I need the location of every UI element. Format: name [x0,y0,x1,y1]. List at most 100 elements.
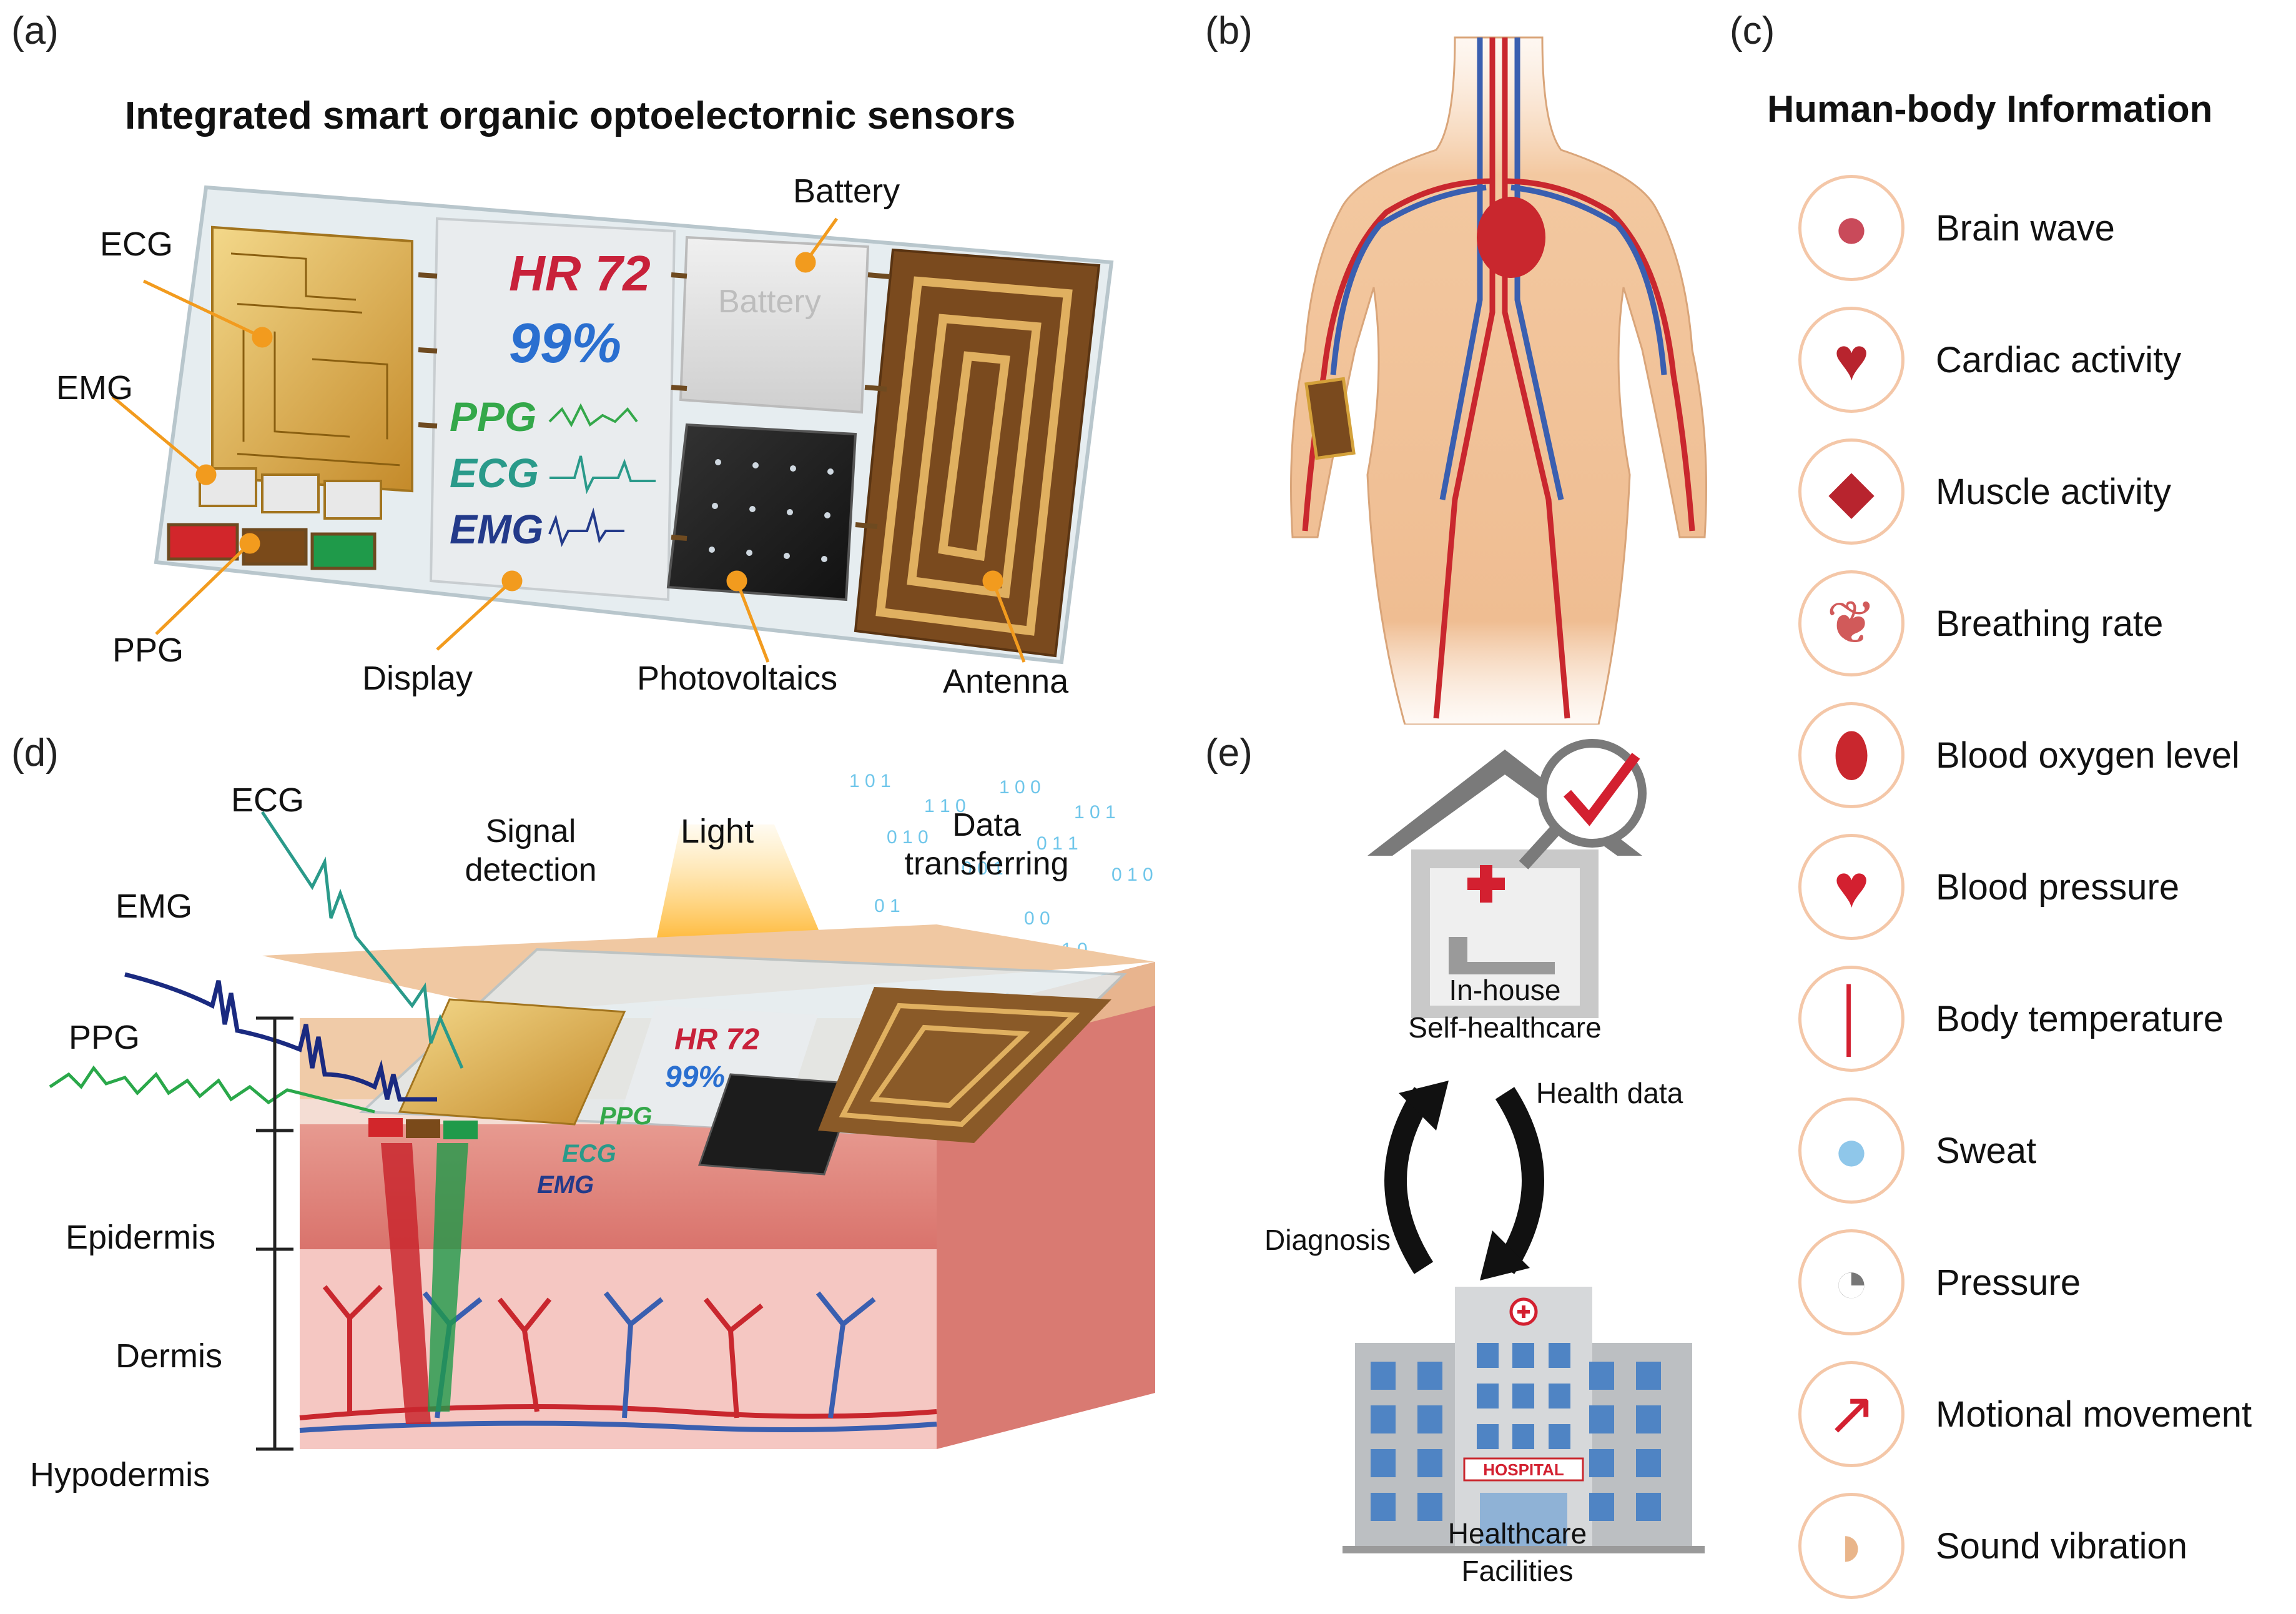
label-health-data: Health data [1536,1077,1683,1109]
svg-text:1 0 0: 1 0 0 [999,777,1041,798]
light-beam [656,824,824,943]
photovoltaic-module [666,423,857,602]
info-icon-ring: ● [1798,1097,1904,1204]
label-ecg: ECG [100,225,174,263]
motion-axes-icon: ↗ [1826,1380,1877,1447]
label-signal-line1: Signal [485,813,576,849]
svg-text:0 1 0: 0 1 0 [1111,864,1153,885]
skin-sensor-illustration: 1 0 1 0 1 0 1 1 0 0 0 1 1 0 0 0 1 1 1 0 1 0 1… [49,771,1155,1451]
info-label: Breathing rate [1936,603,2164,644]
sensor-patch-illustration: HR 72 99% PPG ECG EMG Battery [111,185,1114,665]
info-item: ❦ Breathing rate [1798,570,2292,689]
arm-sensor-band [1304,377,1356,460]
info-label: Blood pressure [1936,867,2180,908]
ppg-waveform [49,1065,375,1114]
heart-illustration [1477,197,1545,278]
info-item: ●Sweat [1798,1097,2292,1216]
patch-display-emg: EMG [537,1171,594,1199]
info-icon-ring: ♥ [1798,307,1904,413]
ecg-waveform [260,811,464,1069]
panel-a-letter: (a) [11,9,59,52]
label-photovoltaics: Photovoltaics [637,660,838,697]
battery-module [679,235,870,414]
label-emg: EMG [56,369,134,407]
panel-a-title: Integrated smart organic optoelectornic … [125,94,1016,137]
info-item: ♥ Blood pressure [1798,834,2292,953]
label-ppg: PPG [112,631,184,669]
sweat-drops-icon: ● [1833,1117,1870,1184]
svg-text:1 0 1: 1 0 1 [1074,802,1116,823]
display-ecg: ECG [450,450,539,496]
label-d-ecg: ECG [231,781,305,819]
brain-icon: ● [1833,194,1870,261]
display-hr: HR 72 [509,245,651,301]
display-module [429,217,676,602]
info-icon-ring: ◔ [1798,1229,1904,1335]
info-item: ◔ Pressure [1798,1229,2292,1348]
label-in-house-line2: Self-healthcare [1408,1011,1602,1044]
healthcare-cycle-diagram: HOSPITAL [1343,739,1705,1553]
patch-display-spo2: 99% [665,1061,725,1094]
svg-text:0 0: 0 0 [1024,908,1050,929]
panel-e-letter: (e) [1205,731,1253,775]
label-d-emg: EMG [116,888,193,925]
info-item: ↗Motional movement [1798,1361,2292,1480]
svg-text:0 0 1: 0 0 1 [962,858,1003,879]
label-epidermis: Epidermis [66,1219,216,1256]
lung-icon: ❦ [1826,590,1877,656]
ppg-green-led [310,532,377,570]
hospital-sign: HOSPITAL [1483,1460,1564,1479]
label-antenna: Antenna [943,663,1069,700]
panel-c-title: Human-body Information [1767,88,2213,130]
label-d-ppg: PPG [69,1019,140,1056]
label-signal-line2: detection [465,852,597,888]
svg-text:1 1 0: 1 1 0 [924,796,966,816]
ppg-red-led [167,523,239,561]
svg-text:0 1 1: 0 1 1 [1037,833,1078,854]
label-display: Display [362,660,473,697]
label-facilities-line1: Healthcare [1447,1517,1587,1550]
label-in-house: In-house Self-healthcare [1330,971,1680,1046]
info-item: ● Brain wave [1798,175,2292,294]
info-item: ♥ Cardiac activity [1798,307,2292,425]
svg-text:0 1 0: 0 1 0 [887,827,929,848]
label-battery: Battery [793,172,900,210]
info-label: Blood oxygen level [1936,735,2240,776]
blood-cell-icon: ⬮ [1832,721,1871,788]
label-healthcare-facilities: Healthcare Facilities [1343,1515,1692,1590]
human-body-illustration [1290,36,1707,725]
info-label: Cardiac activity [1936,340,2182,380]
patch-display-ecg: ECG [562,1140,616,1167]
label-signal-detection: Signal detection [437,812,624,889]
house-icon [1367,750,1642,1018]
display-ppg: PPG [450,394,536,440]
ppg-red-beam [381,1143,431,1424]
svg-text:1 0 1: 1 0 1 [849,771,891,791]
muscle-icon: ◆ [1828,458,1875,525]
panel-d-letter: (d) [11,731,59,775]
info-label: Muscle activity [1936,472,2172,512]
blood-pressure-icon: ♥ [1833,853,1870,920]
label-data-transferring: Data transferring [887,806,1086,883]
label-dermis: Dermis [116,1337,222,1375]
cycle-arrow-up [1384,1087,1434,1274]
patch-display-hr: HR 72 [674,1023,759,1056]
info-item: ◆ Muscle activity [1798,438,2292,557]
info-icon-ring: ◆ [1798,438,1904,545]
info-icon-ring: ↗ [1798,1361,1904,1467]
label-data-line2: transferring [904,846,1069,882]
info-icon-ring: ⬮ [1798,702,1904,808]
pressure-gauge-icon: ◔ [1833,1249,1870,1315]
cycle-arrow-down [1495,1087,1544,1274]
label-in-house-line1: In-house [1449,974,1561,1006]
label-hypodermis: Hypodermis [30,1456,210,1493]
info-icon-ring: ◗ [1798,1493,1904,1599]
info-label: Brain wave [1936,208,2115,249]
patch-display-ppg: PPG [599,1102,652,1130]
info-label: Pressure [1936,1262,2081,1303]
display-spo2: 99% [509,312,621,375]
panel-c-letter: (c) [1730,9,1775,52]
info-item: ⬮ Blood oxygen level [1798,702,2292,821]
svg-text:0 1: 0 1 [874,896,900,916]
heart-icon: ♥ [1833,326,1870,393]
